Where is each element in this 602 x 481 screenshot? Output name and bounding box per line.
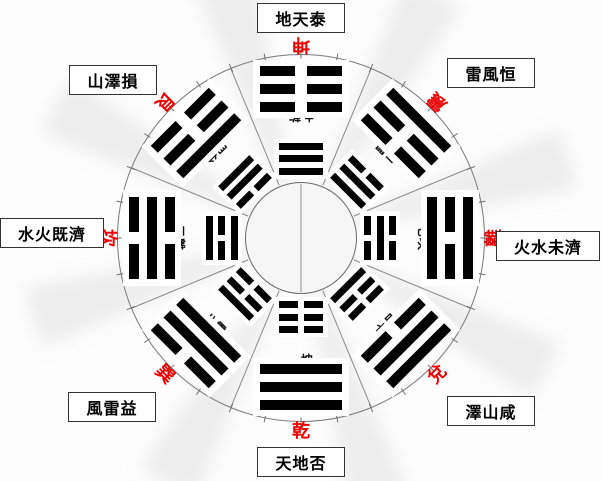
yin-line-bar [445,243,455,279]
broken-line [389,216,396,260]
outer-trigram-bottom [253,358,349,416]
yin-line-bar [218,216,226,235]
yin-line-bar [389,241,396,260]
broken-line [260,66,342,76]
hexagram-label-top-left: 山澤損 [69,65,157,95]
yin-line-bar [279,326,298,333]
yin-line-bar [279,313,298,321]
yin-line-bar [306,102,342,112]
yang-line-bar [147,197,157,279]
inner-trigram-right [360,211,400,265]
yang-line-bar [260,382,342,392]
solid-line [260,400,342,410]
inner-trigram-top [274,139,328,179]
yin-line-bar [165,197,175,233]
hexagram-label-top: 地天泰 [257,3,345,33]
yang-line-bar [279,155,323,163]
hexagram-label-top-right: 雷風恒 [447,58,535,88]
yin-line-bar [364,241,371,260]
yin-line-bar [165,243,175,279]
solid-line [463,197,473,279]
solid-line [260,364,342,374]
yin-line-bar [218,241,226,260]
hexagram-label-right: 火水未濟 [496,231,600,261]
broken-line [218,216,226,260]
yang-line-bar [260,364,342,374]
yang-line-bar [463,197,473,279]
yin-line-bar [306,84,342,94]
yang-line-bar [279,143,323,150]
broken-line [260,84,342,94]
solid-line [279,168,323,175]
yang-line-bar [427,197,437,279]
yang-line-bar [279,168,323,175]
yin-line-bar [445,197,455,233]
yin-line-bar [304,313,323,321]
outer-trigram-top [253,60,349,118]
yin-line-bar [129,197,139,233]
hexagram-label-bottom-right: 澤山咸 [447,396,535,426]
inner-trigram-bottom [274,297,328,337]
hexagram-label-bottom-left: 風雷益 [68,392,156,422]
yin-line-bar [304,301,323,308]
solid-line [427,197,437,279]
outer-trigram-left [123,190,181,286]
yin-line-bar [260,84,296,94]
solid-line [206,216,213,260]
solid-line [279,143,323,150]
solid-line [147,197,157,279]
yang-line-bar [231,216,238,260]
yin-line-bar [129,243,139,279]
broken-line [260,102,342,112]
broken-line [364,216,371,260]
yin-line-bar [306,66,342,76]
yin-line-bar [389,216,396,235]
broken-line [279,326,323,333]
center-divider-line [300,184,302,292]
yin-line-bar [260,66,296,76]
yin-line-bar [279,301,298,308]
red-trigram-name-bottom: 乾 [292,421,310,441]
broken-line [165,197,175,279]
broken-line [279,301,323,308]
inner-trigram-left [202,211,242,265]
broken-line [129,197,139,279]
red-trigram-name-top: 坤 [292,35,310,55]
hexagram-label-left: 水火既濟 [0,218,104,248]
solid-line [279,155,323,163]
outer-trigram-right [421,190,479,286]
solid-line [260,382,342,392]
solid-line [376,216,384,260]
solid-line [231,216,238,260]
broken-line [279,313,323,321]
yin-line-bar [364,216,371,235]
yang-line-bar [376,216,384,260]
yang-line-bar [260,400,342,410]
yin-line-bar [260,102,296,112]
broken-line [445,197,455,279]
hexagram-label-bottom: 天地否 [257,447,345,477]
yin-line-bar [304,326,323,333]
yang-line-bar [206,216,213,260]
circle-tick-mark [300,49,302,59]
